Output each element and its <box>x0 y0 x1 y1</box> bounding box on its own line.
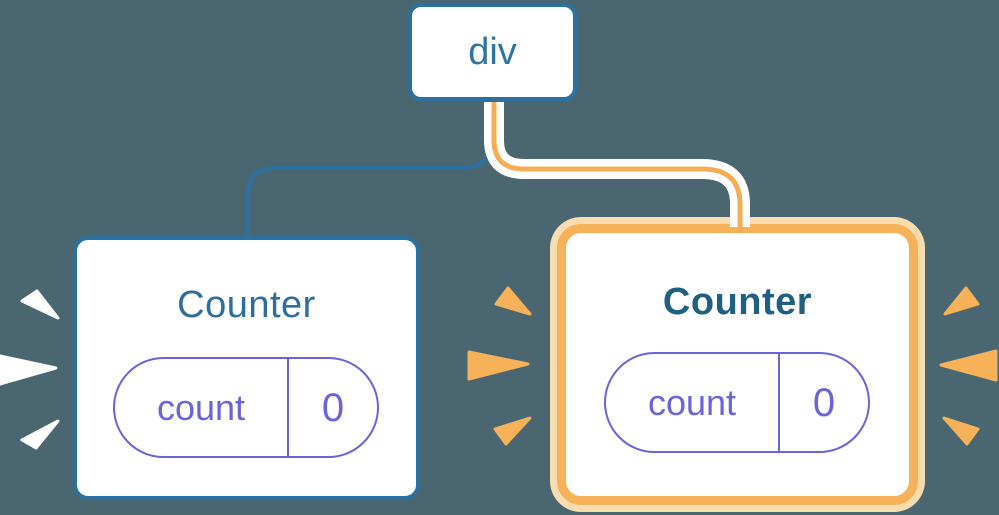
edge-to-right-counter <box>491 102 743 233</box>
right-card-right-spark-middle-icon <box>939 349 998 382</box>
right-state-value: 0 <box>812 380 836 425</box>
right-state-value-cell: 0 <box>780 354 868 451</box>
right-state-key-cell: count <box>606 354 780 451</box>
right-card-right-spark-bottom-icon <box>942 416 980 446</box>
left-spark-middle-icon <box>0 354 58 386</box>
right-counter-card-highlighted: Counter count 0 <box>557 224 918 505</box>
right-card-left-spark-middle-icon <box>467 350 530 381</box>
left-state-pill: count 0 <box>113 357 379 458</box>
left-spark-top-icon <box>20 289 60 320</box>
right-card-left-spark-bottom-icon <box>493 416 532 446</box>
edge-to-left-counter <box>246 102 492 237</box>
right-state-pill: count 0 <box>604 352 870 453</box>
left-state-value-cell: 0 <box>289 359 377 456</box>
right-card-right-spark-top-icon <box>943 286 980 316</box>
left-spark-bottom-icon <box>20 419 60 450</box>
left-state-key-label: count <box>156 386 246 428</box>
left-counter-card: Counter count 0 <box>73 236 420 500</box>
right-state-key-label: count <box>647 381 737 423</box>
edge-to-right-counter-casing <box>484 102 750 227</box>
left-state-key-cell: count <box>115 359 289 456</box>
root-div-node: div <box>408 3 577 101</box>
root-div-label: div <box>468 31 517 73</box>
left-counter-title: Counter <box>177 284 316 326</box>
right-counter-title: Counter <box>662 281 813 323</box>
left-state-value: 0 <box>321 385 345 430</box>
right-card-left-spark-top-icon <box>494 286 532 316</box>
